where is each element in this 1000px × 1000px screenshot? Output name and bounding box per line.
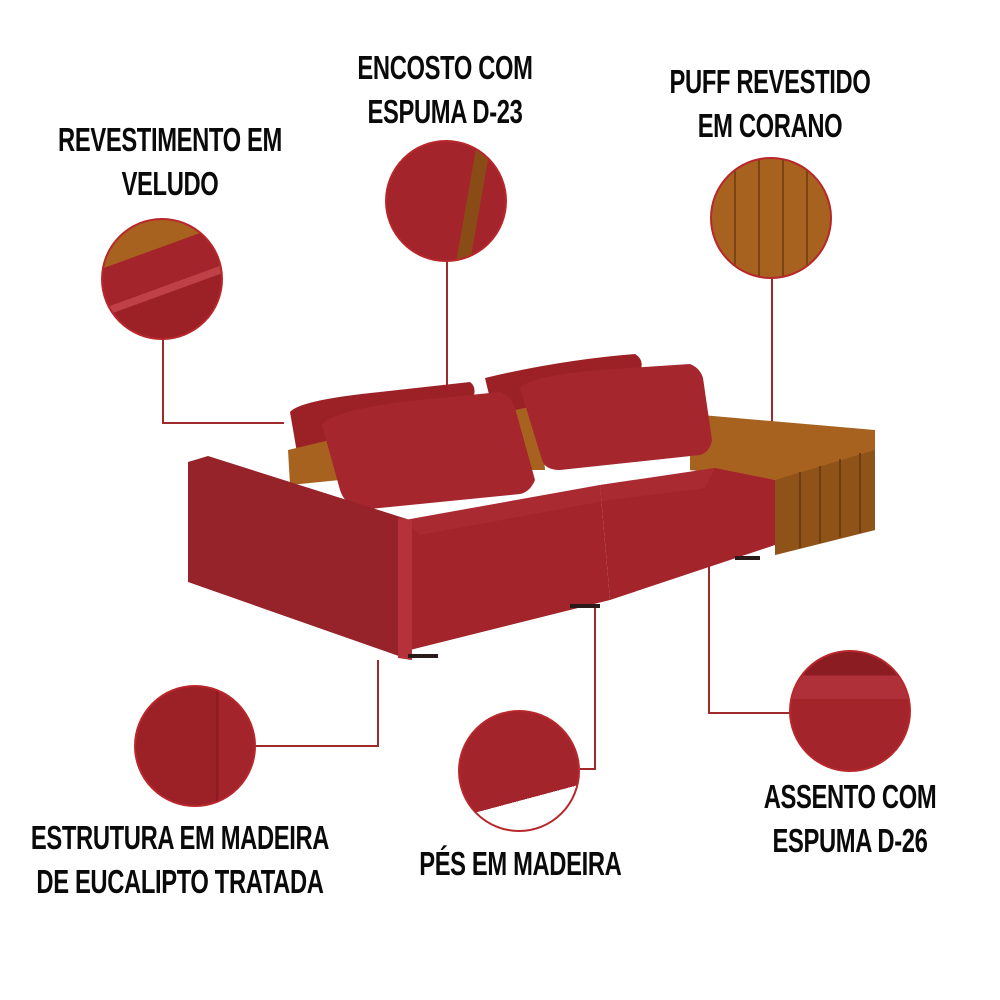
label-line: PUFF REVESTIDO — [669, 63, 871, 100]
label-puff: PUFF REVESTIDO EM CORANO — [662, 60, 878, 148]
label-assento: ASSENTO COM ESPUMA D-26 — [742, 775, 958, 863]
label-line: ESPUMA D-26 — [772, 822, 928, 859]
connector-revestimento — [162, 338, 164, 424]
label-line: DE EUCALIPTO TRATADA — [36, 863, 324, 900]
detail-circle-seat — [789, 650, 911, 772]
label-line: ENCOSTO COM — [357, 49, 533, 86]
connector-assento-v — [708, 490, 710, 714]
label-estrutura: ESTRUTURA EM MADEIRA DE EUCALIPTO TRATAD… — [29, 816, 331, 904]
label-line: REVESTIMENTO EM — [58, 121, 282, 158]
detail-circle-structure — [134, 685, 256, 807]
connector-estrutura-v — [377, 660, 379, 746]
connector-estrutura-h — [255, 745, 379, 747]
label-line: ESTRUTURA EM MADEIRA — [30, 819, 330, 856]
connector-pes — [594, 605, 596, 770]
connector-revestimento-h — [162, 422, 284, 424]
label-line: EM CORANO — [697, 107, 843, 144]
detail-circle-feet — [458, 710, 580, 832]
label-line: ESPUMA D-23 — [367, 93, 523, 130]
label-line: PÉS EM MADEIRA — [419, 845, 622, 882]
connector-pes-h — [580, 768, 596, 770]
detail-circle-puff — [710, 157, 832, 279]
label-encosto: ENCOSTO COM ESPUMA D-23 — [344, 46, 546, 134]
connector-encosto — [446, 258, 448, 388]
connector-puff — [771, 277, 773, 427]
connector-assento-h — [708, 712, 794, 714]
label-line: ASSENTO COM — [763, 778, 937, 815]
detail-circle-backrest — [385, 140, 507, 262]
label-revestimento: REVESTIMENTO EM VELUDO — [51, 118, 289, 206]
detail-circle-velvet — [101, 218, 223, 340]
label-pes: PÉS EM MADEIRA — [419, 842, 622, 886]
label-line: VELUDO — [121, 165, 219, 202]
